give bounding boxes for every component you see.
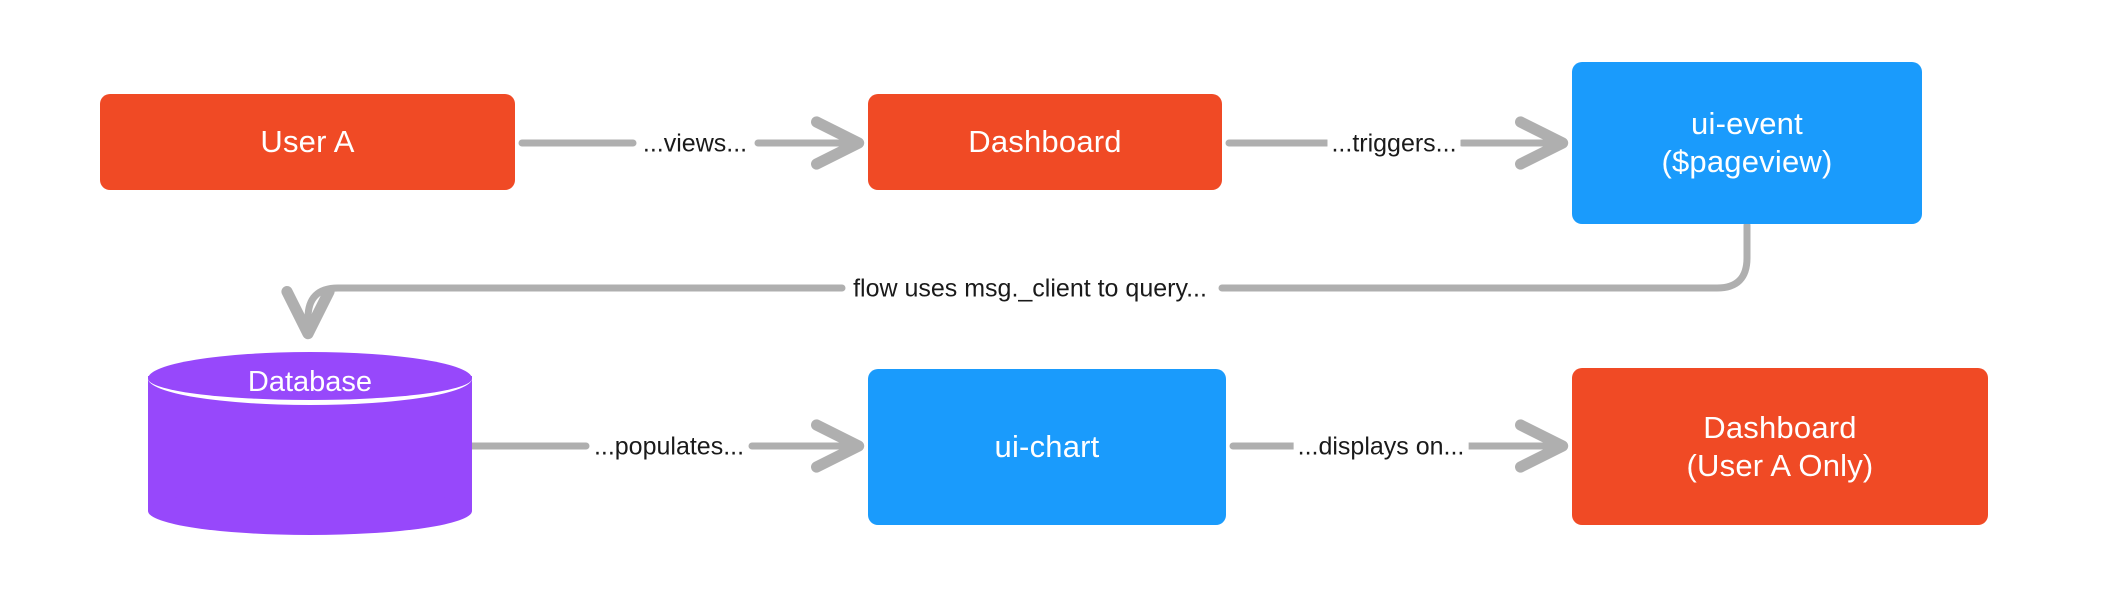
cylinder-top-ellipse [148, 352, 472, 405]
node-ui-chart-label: ui-chart [994, 429, 1100, 465]
node-dashboard-user-a-sublabel: (User A Only) [1686, 447, 1874, 483]
node-dashboard-top-label: Dashboard [968, 124, 1122, 160]
edge-label-displays: ...displays on... [1293, 432, 1469, 462]
edge-label-triggers: ...triggers... [1327, 129, 1461, 159]
node-dashboard-top[interactable]: Dashboard [868, 94, 1222, 190]
node-dashboard-user-a[interactable]: Dashboard (User A Only) [1572, 368, 1988, 525]
node-ui-event[interactable]: ui-event ($pageview) [1572, 62, 1922, 224]
node-ui-event-label: ui-event [1691, 106, 1803, 142]
node-database[interactable]: Database [148, 352, 472, 535]
cylinder-bottom-ellipse [148, 487, 472, 535]
edge-label-views: ...views... [638, 129, 752, 159]
edge-label-populates: ...populates... [589, 432, 749, 462]
node-dashboard-user-a-label: Dashboard [1703, 409, 1857, 445]
node-ui-chart[interactable]: ui-chart [868, 369, 1226, 525]
node-database-label: Database [247, 366, 373, 398]
node-user-a[interactable]: User A [100, 94, 515, 190]
node-user-a-label: User A [260, 124, 355, 160]
edge-label-query: flow uses msg._client to query... [849, 274, 1211, 304]
node-ui-event-sublabel: ($pageview) [1661, 144, 1833, 179]
